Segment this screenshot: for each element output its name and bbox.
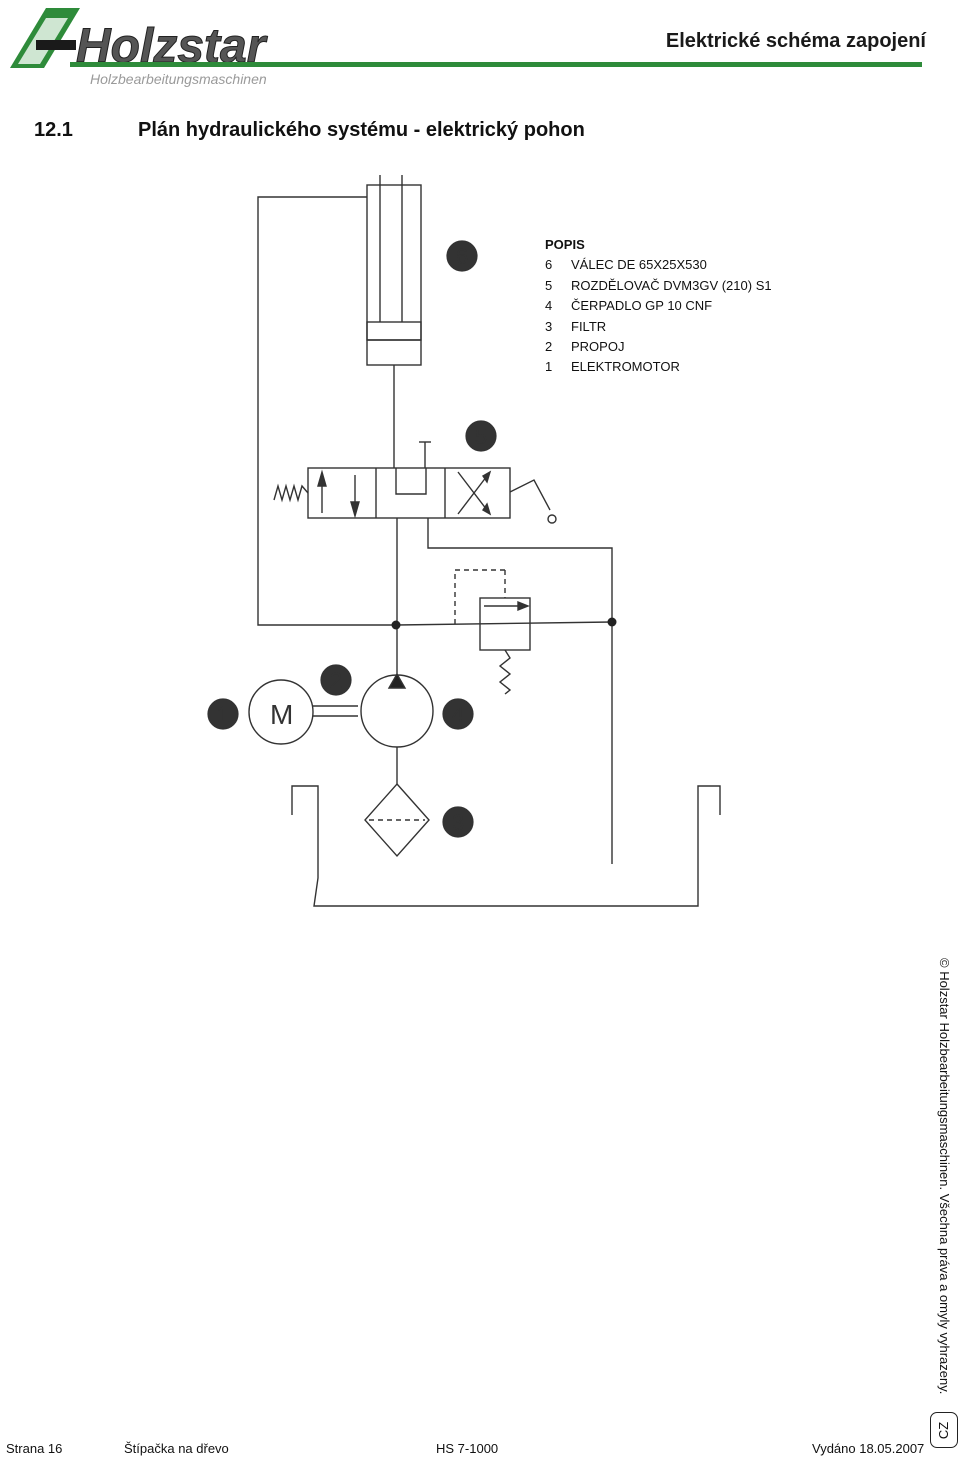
relief-valve-symbol [454,569,531,695]
copyright-notice: © Holzstar Holzbearbeitungsmaschinen. Vš… [937,958,952,1395]
document-title: Elektrické schéma zapojení [665,30,926,52]
section-title: Plán hydraulického systému - elektrický … [138,119,585,141]
cylinder-symbol [366,175,422,366]
callout-3: 3 [452,810,464,835]
footer-product: Štípačka na dřevo [124,1441,229,1456]
callout-5: 5 [475,424,487,449]
callout-2: 2 [330,668,342,693]
tank-symbol [291,785,721,907]
language-badge: CZ [930,1412,958,1448]
callout-1: 1 [217,702,229,727]
filter-symbol [364,782,430,858]
footer-issue-date: Vydáno 18.05.2007 [812,1441,925,1456]
footer-model: HS 7-1000 [436,1441,499,1456]
legend-heading: POPIS [545,237,585,252]
directional-valve-symbol [273,441,557,524]
holzstar-logo: Holzstar Holzbearbeitungsmaschinen [10,8,268,87]
footer-page-number: Strana 16 [6,1441,63,1456]
logo-subtitle: Holzbearbeitungsmaschinen [90,71,267,87]
callout-4: 4 [452,702,464,727]
svg-text:M: M [270,699,293,730]
header-rule [70,62,922,67]
hydraulic-diagram: M 6 5 2 1 4 3 [207,175,721,907]
callout-6: 6 [456,244,468,269]
section-heading: 12.1 Plán hydraulického systému - elektri… [34,119,585,142]
motor-symbol [248,679,314,745]
section-number: 12.1 [34,119,73,141]
logo-wordmark: Holzstar [76,20,268,73]
